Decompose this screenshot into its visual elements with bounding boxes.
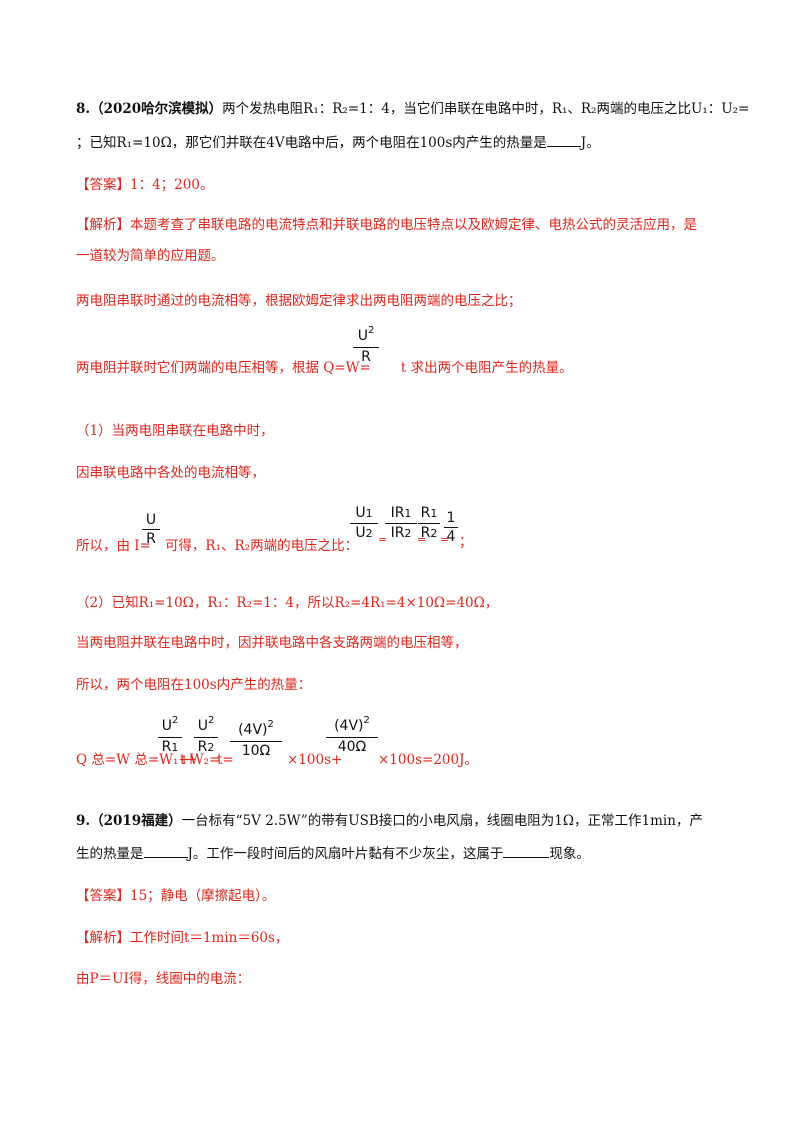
q8-text1: 两个发热电阻R₁：R₂=1：4，当它们串联在电路中时，R₁、R₂两端的电压之比U… (222, 101, 750, 117)
analysis-tag: 【解析】 (76, 217, 130, 233)
q8-s6: 所以，两个电阻在100s内产生的热量： (76, 677, 312, 693)
q9-text2c: 现象。 (549, 846, 590, 862)
q8-text2a: ；已知R₁=10Ω，那它们并联在4V电路中后，两个电阻在100s内产生的热量是 (76, 135, 547, 151)
answer-blank (143, 843, 188, 858)
q8-s3b: 可得，R₁、R₂两端的电压之比： (164, 538, 359, 554)
fraction-u1-u2: U1 U2 (350, 505, 378, 542)
q8-text2b: J。 (580, 135, 600, 151)
q8-s1: （1）当两电阻串联在电路中时， (76, 423, 274, 439)
semicolon: ； (459, 534, 473, 550)
q9-line2: 生的热量是 J。工作一段时间后的风扇叶片黏有不少灰尘，这属于 现象。 (76, 843, 590, 863)
answer-text: 1：4；200。 (130, 177, 214, 193)
q8-analysis-2: 一道较为简单的应用题。 (76, 248, 225, 264)
q8-line1: 8.（2020哈尔滨模拟）两个发热电阻R₁：R₂=1：4，当它们串联在电路中时，… (76, 100, 749, 118)
fraction-u2-over-r: U2 R (353, 325, 379, 365)
fraction-u2-r2: U2 R2 (194, 715, 218, 756)
q8-s7a: Q 总=W 总=W₁+W₂= (76, 752, 221, 768)
q8-t2: t= (217, 752, 234, 768)
q8-head: 8.（2020哈尔滨模拟） (76, 101, 223, 117)
q8-line2: ；已知R₁=10Ω，那它们并联在4V电路中后，两个电阻在100s内产生的热量是 J… (76, 132, 600, 152)
fraction-u2-r1: U2 R1 (158, 715, 182, 756)
eq-sign: = (417, 533, 427, 546)
q8-s3a: 所以，由 I= (76, 538, 151, 554)
q8-answer: 【答案】1：4；200。 (76, 176, 213, 194)
fraction-r1-r2: R1 R2 (418, 505, 440, 542)
answer-text: 15；静电（摩擦起电）。 (130, 888, 276, 904)
analysis-text: 本题考查了串联电路的电流特点和并联电路的电压特点以及欧姆定律、电热公式的灵活应用… (130, 217, 697, 233)
q8-s3: 所以，由 I= 可得，R₁、R₂两端的电压之比： (76, 537, 358, 555)
q8-s4: （2）已知R₁=10Ω，R₁：R₂=1：4，所以R₂=4R₁=4×10Ω=40Ω… (76, 595, 499, 611)
q8-p2: 两电阻并联时它们两端的电压相等，根据 Q=W= t 求出两个电阻产生的热量。 (76, 359, 573, 377)
answer-tag: 【答案】 (76, 177, 130, 193)
q9-text1: 一台标有“5V 2.5W”的带有USB接口的小电风扇，线圈电阻为1Ω，正常工作1… (181, 813, 703, 829)
q8-x1: ×100s+ (287, 752, 343, 768)
fraction-u-over-r: U R (142, 512, 160, 547)
q8-x2: ×100s=200J。 (378, 752, 478, 768)
q8-s5: 当两电阻并联在电路中时，因并联电路中各支路两端的电压相等， (76, 635, 468, 651)
eq-sign: = (440, 533, 450, 546)
q8-s2: 因串联电路中各处的电流相等， (76, 465, 265, 481)
q8-p2a: 两电阻并联时它们两端的电压相等，根据 Q=W= (76, 360, 371, 376)
q9-text2b: J。工作一段时间后的风扇叶片黏有不少灰尘，这属于 (187, 846, 504, 862)
q9-head: 9.（2019福建） (76, 813, 182, 829)
analysis-text: 工作时间t＝1min＝60s， (130, 930, 289, 946)
q8-t1: t+ (180, 752, 197, 768)
q9-answer: 【答案】15；静电（摩擦起电）。 (76, 887, 275, 905)
q9-text2a: 生的热量是 (76, 846, 144, 862)
q9-line1: 9.（2019福建）一台标有“5V 2.5W”的带有USB接口的小电风扇，线圈电… (76, 812, 703, 830)
fraction-one-fourth: 1 4 (444, 510, 458, 545)
fraction-4v2-40ohm: (4V)2 40Ω (326, 715, 378, 755)
answer-tag: 【答案】 (76, 888, 130, 904)
answer-blank (503, 843, 550, 858)
q9-last: 由P＝UI得，线圈中的电流： (76, 971, 251, 987)
q8-analysis-1: 【解析】本题考查了串联电路的电流特点和并联电路的电压特点以及欧姆定律、电热公式的… (76, 216, 697, 234)
q8-p1: 两电阻串联时通过的电流相等，根据欧姆定律求出两电阻两端的电压之比； (76, 293, 522, 309)
analysis-tag: 【解析】 (76, 930, 130, 946)
fraction-ir1-ir2: IR1 IR2 (385, 505, 417, 542)
eq-sign: = (378, 533, 388, 546)
q8-p2b: t 求出两个电阻产生的热量。 (400, 360, 573, 376)
answer-blank (546, 132, 581, 147)
fraction-4v2-10ohm: (4V)2 10Ω (230, 719, 282, 759)
q9-analysis: 【解析】工作时间t＝1min＝60s， (76, 929, 288, 947)
